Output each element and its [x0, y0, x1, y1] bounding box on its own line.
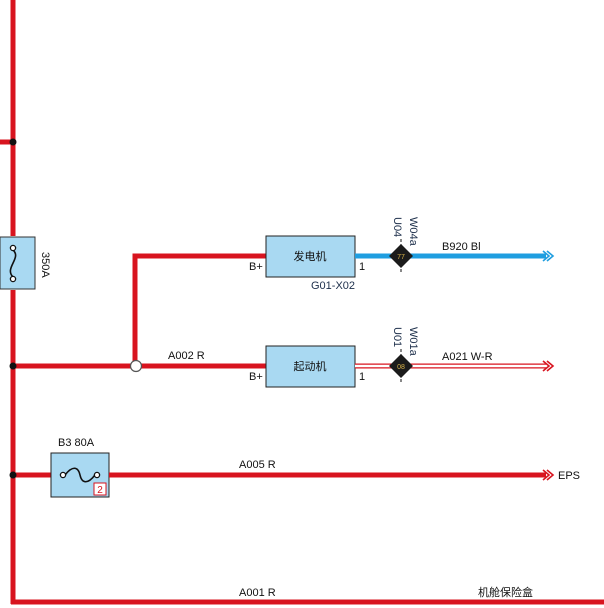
fuse-terminal-top	[9, 244, 17, 252]
wire-a021-arrow-2	[546, 360, 555, 372]
generator-name: 发电机	[294, 249, 327, 263]
starter-connector	[389, 354, 413, 378]
fuse-b3-terminal-right	[93, 471, 101, 479]
starter-connector-pin: 08	[397, 364, 405, 371]
junction-dot	[9, 138, 17, 146]
generator-connector-pin: 77	[397, 254, 405, 261]
starter-conn-u: U01	[391, 327, 403, 347]
junction-dot	[9, 471, 17, 479]
fuse-b3-symbol	[64, 467, 96, 483]
junction-dot	[9, 362, 17, 370]
generator-box	[265, 235, 356, 278]
wire-a021-label: A021 W-R	[442, 351, 493, 363]
splice-node	[129, 359, 143, 373]
generator-pin-1: 1	[359, 261, 365, 273]
generator-conn-w: W04a	[407, 217, 419, 247]
fuse-b3-badge	[93, 482, 107, 496]
starter-pin-bplus: B+	[249, 371, 263, 383]
wire-a005-arrow-2	[546, 469, 555, 481]
eps-label: EPS	[558, 470, 580, 482]
wire-a001-label: A001 R	[239, 587, 276, 599]
wire-b920-arrow-2	[546, 250, 555, 262]
fuse-b3-label: B3 80A	[58, 437, 95, 449]
fuse-box-label: 机舱保险盒	[478, 585, 533, 599]
generator-connector-code: G01-X02	[311, 280, 355, 292]
wire-a005-label: A005 R	[239, 459, 276, 471]
fuse-symbol	[9, 249, 17, 278]
main-fuse-box	[0, 236, 36, 290]
starter-name: 起动机	[294, 359, 327, 373]
wire-b920-label: B920 Bl	[442, 241, 481, 253]
fuse-b3-badge-number: 2	[97, 485, 103, 496]
wire-a002-label: A002 R	[168, 350, 205, 362]
fuse-terminal-bottom	[9, 275, 17, 283]
wire-a005-arrow	[542, 469, 551, 481]
wire-a021-arrow	[542, 360, 551, 372]
fuse-b3-terminal-left	[59, 471, 67, 479]
main-fuse-label: 350A	[39, 252, 51, 278]
starter-conn-w: W01a	[407, 327, 419, 357]
generator-pin-bplus: B+	[249, 261, 263, 273]
starter-pin-1: 1	[359, 371, 365, 383]
wire-generator-feed	[132, 253, 266, 366]
generator-connector	[389, 244, 413, 268]
generator-conn-u: U04	[391, 217, 403, 237]
wire-b920-arrow	[542, 250, 551, 262]
